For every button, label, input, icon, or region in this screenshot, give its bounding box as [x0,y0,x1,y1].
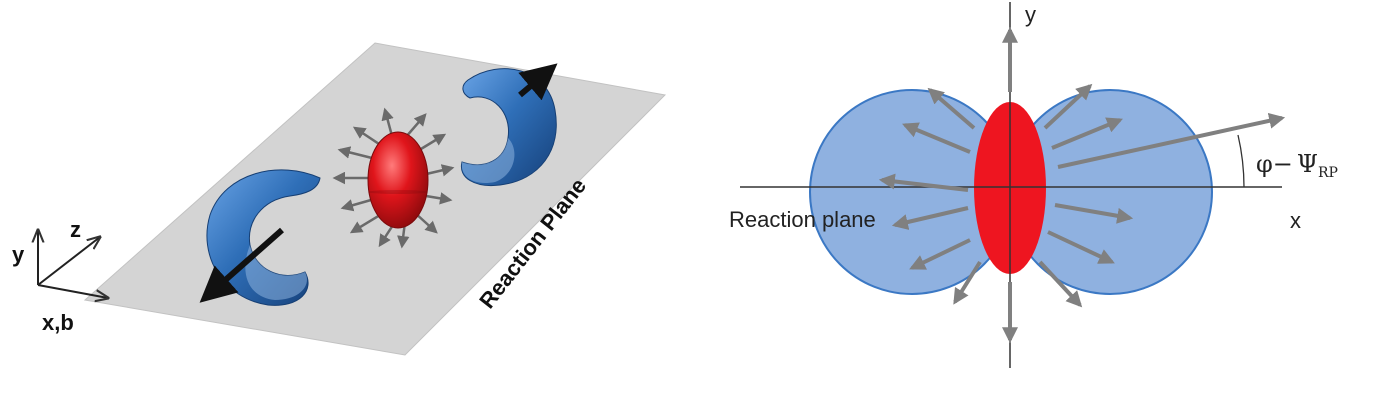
spectator-right [460,63,558,187]
fireball-left [332,107,455,249]
angle-phi: φ− [1256,150,1293,178]
angle-psi: Ψ [1297,150,1318,178]
right-panel: y x Reaction plane φ−ΨRP [729,2,1338,368]
reaction-plane-text: Reaction plane [729,207,876,232]
axis-z-label: z [70,217,81,242]
spectator-left [199,169,321,306]
right-axis-y-label: y [1025,2,1036,27]
axis-y-label: y [12,242,25,267]
axes-indicator [38,230,108,298]
left-panel: y z x,b [12,42,667,356]
flow-arrows [878,26,1286,344]
angle-label-phi: φ−ΨRP [1256,150,1338,181]
right-axis-x-label: x [1290,208,1301,233]
angle-subscript: RP [1318,165,1338,181]
angle-arc [1237,134,1245,188]
axis-xb-label: x,b [42,310,74,335]
